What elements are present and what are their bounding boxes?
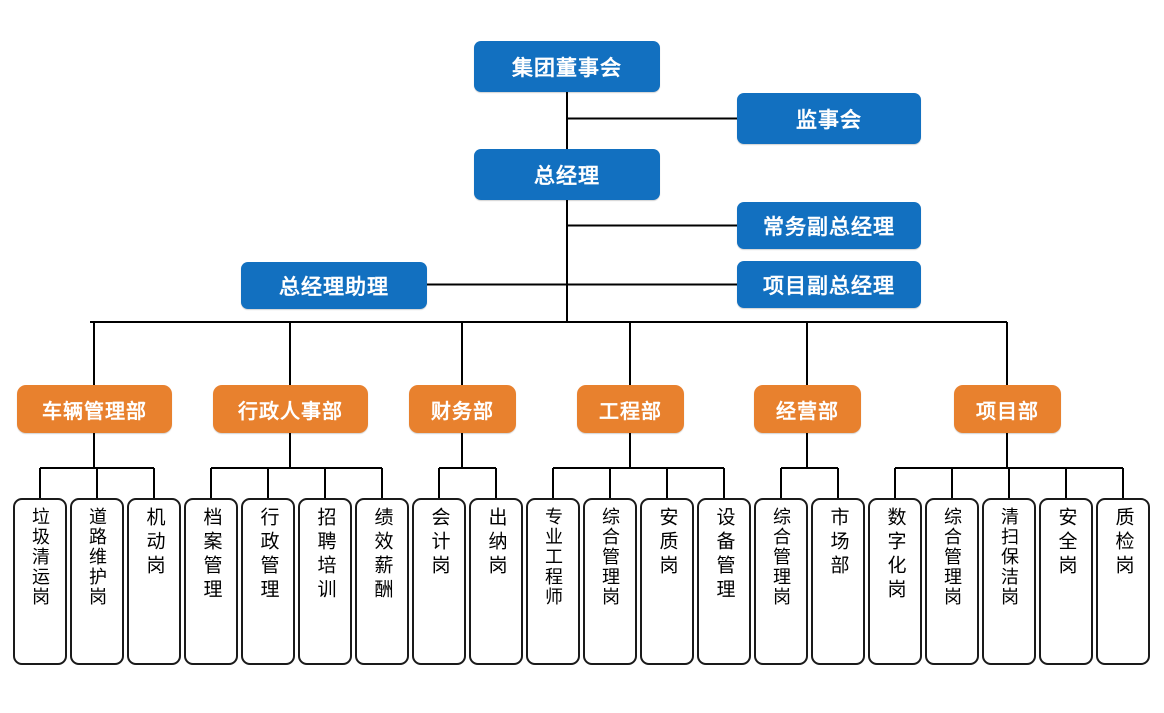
position-node-pos-6[interactable]: 绩效薪酬 <box>355 498 409 665</box>
department-node-engineer[interactable]: 工程部 <box>577 385 684 433</box>
position-node-pos-15[interactable]: 数字化岗 <box>868 498 922 665</box>
department-node-label: 车辆管理部 <box>42 400 147 423</box>
department-node-vehicle[interactable]: 车辆管理部 <box>17 385 172 433</box>
department-node-business[interactable]: 经营部 <box>754 385 861 433</box>
exec-node-label: 常务副总经理 <box>763 215 895 239</box>
exec-node-label: 项目副总经理 <box>763 274 895 298</box>
exec-node-label: 总经理 <box>534 164 600 188</box>
position-node-label: 道路维护岗 <box>87 507 107 607</box>
position-node-label: 清扫保洁岗 <box>999 507 1019 607</box>
position-node-pos-12[interactable]: 设备管理 <box>697 498 751 665</box>
position-node-label: 机动岗 <box>143 507 165 579</box>
position-node-label: 行政管理 <box>257 507 279 603</box>
exec-node-label: 监事会 <box>796 108 862 132</box>
position-node-pos-7[interactable]: 会计岗 <box>412 498 466 665</box>
position-node-pos-14[interactable]: 市场部 <box>811 498 865 665</box>
position-node-pos-17[interactable]: 清扫保洁岗 <box>982 498 1036 665</box>
position-node-pos-13[interactable]: 综合管理岗 <box>754 498 808 665</box>
position-node-label: 安全岗 <box>1055 507 1077 579</box>
position-node-label: 综合管理岗 <box>942 507 962 607</box>
department-node-label: 工程部 <box>599 400 662 423</box>
department-node-label: 项目部 <box>976 400 1039 423</box>
department-node-label: 经营部 <box>776 400 839 423</box>
position-node-pos-1[interactable]: 道路维护岗 <box>70 498 124 665</box>
position-node-label: 出纳岗 <box>485 507 507 579</box>
department-node-project[interactable]: 项目部 <box>954 385 1061 433</box>
position-node-label: 设备管理 <box>713 507 735 603</box>
department-node-finance[interactable]: 财务部 <box>409 385 516 433</box>
exec-node-gm-assistant[interactable]: 总经理助理 <box>241 262 427 309</box>
exec-node-label: 集团董事会 <box>512 56 622 80</box>
department-node-label: 财务部 <box>431 400 494 423</box>
exec-node-gm[interactable]: 总经理 <box>474 149 660 200</box>
position-node-label: 会计岗 <box>428 507 450 579</box>
exec-node-project-vice-gm[interactable]: 项目副总经理 <box>737 261 921 308</box>
position-node-pos-11[interactable]: 安质岗 <box>640 498 694 665</box>
position-node-label: 档案管理 <box>200 507 222 603</box>
position-node-label: 市场部 <box>827 507 849 579</box>
position-node-label: 绩效薪酬 <box>371 507 393 603</box>
position-node-pos-2[interactable]: 机动岗 <box>127 498 181 665</box>
exec-node-label: 总经理助理 <box>279 275 389 299</box>
position-node-pos-0[interactable]: 垃圾清运岗 <box>13 498 67 665</box>
position-node-pos-10[interactable]: 综合管理岗 <box>583 498 637 665</box>
position-node-pos-4[interactable]: 行政管理 <box>241 498 295 665</box>
exec-node-exec-vice-gm[interactable]: 常务副总经理 <box>737 202 921 249</box>
position-node-label: 数字化岗 <box>884 507 906 603</box>
exec-node-board[interactable]: 集团董事会 <box>474 41 660 92</box>
department-node-admin-hr[interactable]: 行政人事部 <box>213 385 368 433</box>
position-node-pos-8[interactable]: 出纳岗 <box>469 498 523 665</box>
exec-node-supervisors[interactable]: 监事会 <box>737 93 921 144</box>
position-node-label: 招聘培训 <box>314 507 336 603</box>
department-node-label: 行政人事部 <box>238 400 343 423</box>
position-node-label: 综合管理岗 <box>600 507 620 607</box>
position-node-pos-16[interactable]: 综合管理岗 <box>925 498 979 665</box>
position-node-pos-3[interactable]: 档案管理 <box>184 498 238 665</box>
position-node-label: 安质岗 <box>656 507 678 579</box>
position-node-pos-18[interactable]: 安全岗 <box>1039 498 1093 665</box>
position-node-label: 垃圾清运岗 <box>30 507 50 607</box>
position-node-pos-9[interactable]: 专业工程师 <box>526 498 580 665</box>
position-node-label: 质检岗 <box>1112 507 1134 579</box>
position-node-label: 综合管理岗 <box>771 507 791 607</box>
position-node-pos-19[interactable]: 质检岗 <box>1096 498 1150 665</box>
position-node-pos-5[interactable]: 招聘培训 <box>298 498 352 665</box>
position-node-label: 专业工程师 <box>543 507 563 607</box>
